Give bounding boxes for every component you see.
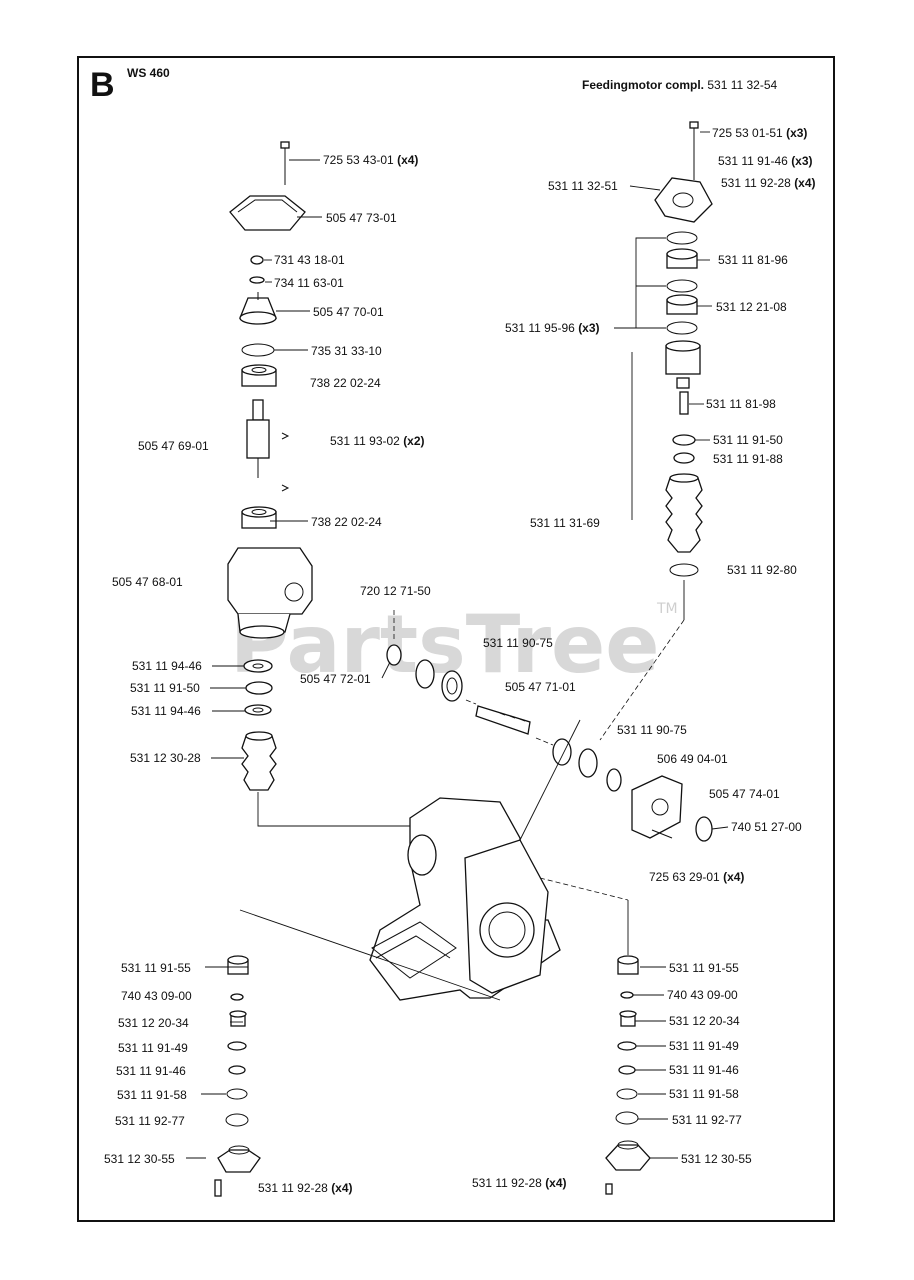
part-label: 531 11 95-96 (x3)	[505, 321, 600, 335]
part-label: 531 11 91-49	[118, 1041, 188, 1055]
part-label: 725 53 01-51 (x3)	[712, 126, 807, 140]
part-label: 505 47 74-01	[709, 787, 780, 801]
part-label: 531 11 91-50	[130, 681, 200, 695]
diagram-frame	[77, 56, 835, 1222]
part-label: 505 47 70-01	[313, 305, 384, 319]
part-labels: 725 53 43-01 (x4) 505 47 73-01 731 43 18…	[104, 126, 816, 1195]
center-shaft-drawing	[386, 610, 713, 842]
part-label: 531 11 92-77	[672, 1113, 742, 1127]
right-stack-drawing	[599, 121, 713, 741]
left-stack-drawing	[227, 141, 410, 827]
part-label: 731 43 18-01	[274, 253, 345, 267]
watermark-tm: TM	[656, 601, 678, 617]
part-label: 531 11 90-75	[617, 723, 687, 737]
part-label: 531 11 91-55	[121, 961, 191, 975]
part-label: 505 47 68-01	[112, 575, 183, 589]
section-letter: B	[90, 66, 115, 104]
part-label: 735 31 33-10	[311, 344, 382, 358]
part-label: 734 11 63-01	[274, 276, 344, 290]
part-label: 505 47 69-01	[138, 439, 209, 453]
part-label: 531 11 91-55	[669, 961, 739, 975]
part-label: 531 11 91-46	[669, 1063, 739, 1077]
part-label: 531 11 91-58	[117, 1088, 187, 1102]
part-label: 531 11 91-88	[713, 452, 783, 466]
part-label: 738 22 02-24	[310, 376, 381, 390]
leader-lines	[186, 131, 729, 1159]
part-label: 531 11 92-28 (x4)	[721, 176, 816, 190]
part-label: 740 43 09-00	[667, 988, 738, 1002]
assembly-label: Feedingmotor compl.	[582, 78, 704, 92]
part-label: 738 22 02-24	[311, 515, 382, 529]
part-label: 531 11 91-46	[116, 1064, 186, 1078]
part-label: 531 11 91-46 (x3)	[718, 154, 813, 168]
part-label: 531 11 92-77	[115, 1114, 185, 1128]
part-label: 531 11 92-28 (x4)	[258, 1181, 353, 1195]
part-label: 531 11 91-50	[713, 433, 783, 447]
part-label: 740 43 09-00	[121, 989, 192, 1003]
part-label: 531 11 81-96	[718, 253, 788, 267]
part-label: 531 12 30-55	[104, 1152, 175, 1166]
part-label: 505 47 71-01	[505, 680, 576, 694]
part-label: 531 12 20-34	[669, 1014, 740, 1028]
part-label: 531 11 81-98	[706, 397, 776, 411]
part-label: 505 47 72-01	[300, 672, 371, 686]
assembly-title: Feedingmotor compl. 531 11 32-54	[582, 78, 778, 92]
part-label: 531 11 92-28 (x4)	[472, 1176, 567, 1190]
gearbox-housing-drawing	[239, 797, 629, 1001]
part-label: 725 53 43-01 (x4)	[323, 153, 418, 167]
assembly-number: 531 11 32-54	[707, 78, 777, 92]
part-label: 740 51 27-00	[731, 820, 802, 834]
part-label: 531 11 92-80	[727, 563, 797, 577]
part-label: 531 11 32-51	[548, 179, 618, 193]
part-label: 725 63 29-01 (x4)	[649, 870, 744, 884]
part-label: 531 11 94-46	[132, 659, 202, 673]
part-label: 531 11 94-46	[131, 704, 201, 718]
part-label: 506 49 04-01	[657, 752, 728, 766]
bottom-left-stack-drawing	[214, 955, 261, 1197]
part-label: 531 12 20-34	[118, 1016, 189, 1030]
part-label: 531 11 90-75	[483, 636, 553, 650]
part-label: 531 12 21-08	[716, 300, 787, 314]
part-label: 720 12 71-50	[360, 584, 431, 598]
part-label: 531 12 30-55	[681, 1152, 752, 1166]
part-label: 505 47 73-01	[326, 211, 397, 225]
bottom-right-stack-drawing	[605, 955, 651, 1195]
model-name: WS 460	[127, 66, 170, 80]
part-label: 531 11 31-69	[530, 516, 600, 530]
part-label: 531 11 91-58	[669, 1087, 739, 1101]
part-label: 531 12 30-28	[130, 751, 201, 765]
part-label: 531 11 91-49	[669, 1039, 739, 1053]
part-label: 531 11 93-02 (x2)	[330, 434, 425, 448]
